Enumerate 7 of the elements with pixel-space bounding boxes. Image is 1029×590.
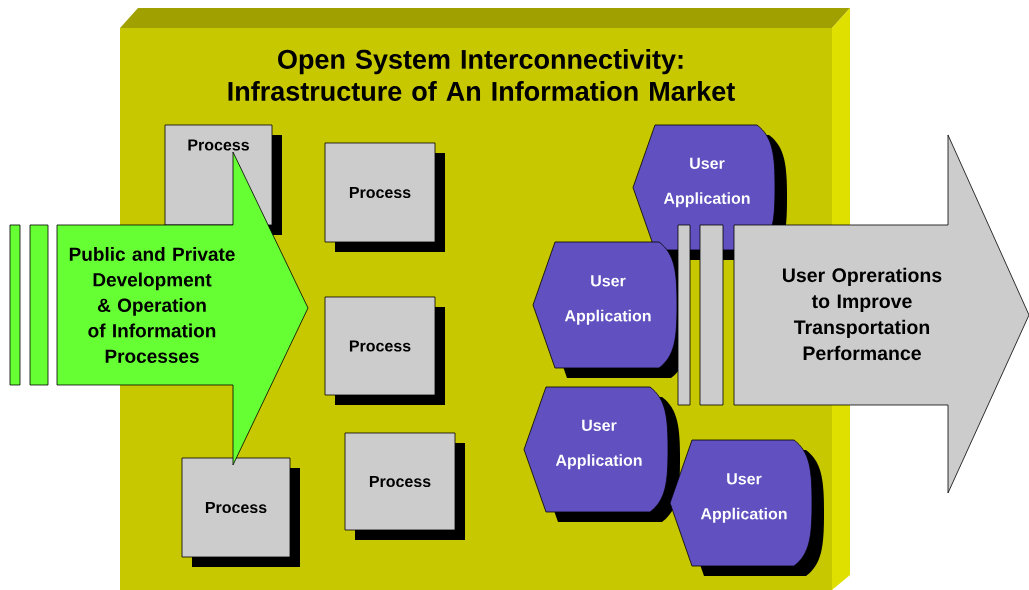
hexagon: User Application (532, 241, 689, 378)
process-box: Process (344, 432, 465, 540)
process-box: Process (181, 457, 300, 567)
hexagon: User Application (523, 386, 680, 522)
process-box: Process (324, 142, 445, 252)
hexagon: User Application (669, 439, 824, 576)
process-box: Process (324, 296, 445, 405)
